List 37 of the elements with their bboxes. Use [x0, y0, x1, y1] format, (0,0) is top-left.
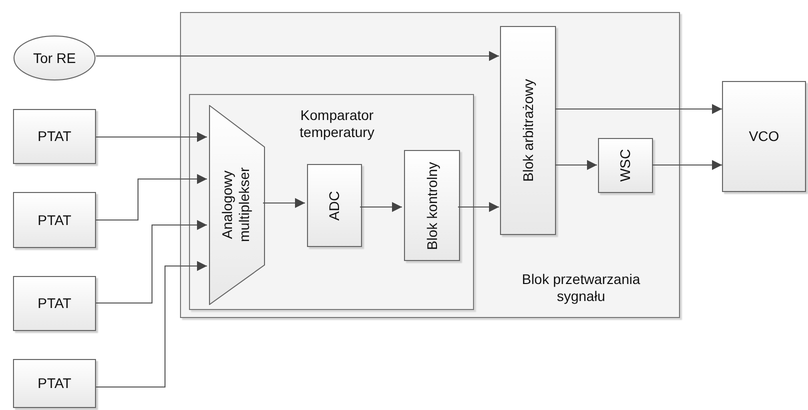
arrow — [96, 261, 208, 388]
label: Analogowy multiplekser — [219, 166, 253, 244]
label: PTAT — [38, 295, 72, 312]
arrow — [360, 202, 402, 212]
block-box — [13, 359, 96, 408]
arrow — [96, 132, 208, 142]
arrow — [554, 104, 722, 114]
block-box — [13, 109, 96, 164]
block-box — [500, 26, 556, 235]
block-box — [598, 138, 653, 193]
label: PTAT — [38, 375, 72, 392]
label: Blok arbitrażowy — [520, 79, 536, 182]
label: ADC — [326, 190, 343, 220]
arrow — [96, 174, 208, 220]
arrow — [652, 160, 722, 170]
block-box — [13, 192, 96, 248]
label: PTAT — [38, 128, 72, 145]
multiplexer-trapezoid — [209, 105, 265, 305]
arrow — [262, 198, 306, 208]
group-panel — [180, 12, 680, 318]
label: Tor RE — [33, 50, 76, 66]
arrow — [96, 220, 208, 304]
arrow — [554, 160, 598, 170]
block-box — [404, 150, 460, 261]
arrow — [96, 51, 500, 61]
label: Komparator temperatury — [298, 107, 376, 141]
label: Blok przetwarzania sygnału — [520, 271, 642, 305]
block-box — [307, 164, 362, 247]
label: VCO — [748, 128, 780, 145]
ellipse-node — [13, 35, 96, 81]
group-panel — [189, 94, 474, 310]
block-box — [13, 276, 96, 331]
arrow — [458, 202, 500, 212]
label: WSC — [617, 149, 634, 182]
label: Blok kontrolny — [424, 162, 440, 250]
label: PTAT — [38, 212, 72, 228]
block-box — [722, 81, 806, 192]
